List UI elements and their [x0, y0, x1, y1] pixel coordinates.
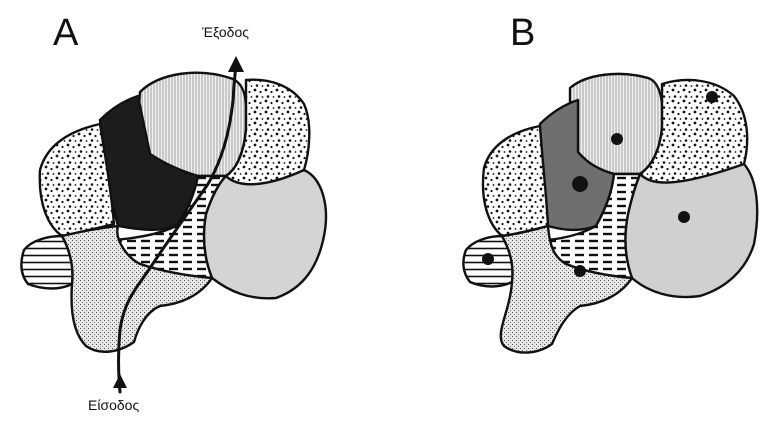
marker-dot [574, 265, 586, 277]
panel-label-a: A [53, 14, 78, 52]
panel-label-b: B [510, 14, 535, 52]
marker-dot [611, 133, 623, 145]
region-a-left-upper [40, 124, 114, 236]
panel-b [463, 74, 757, 353]
marker-dot [572, 176, 588, 192]
region-a-right-lower [204, 170, 326, 298]
exit-label: Έξοδος [202, 25, 249, 39]
region-b-right-lower [625, 164, 757, 297]
panel-a [21, 56, 326, 392]
entry-label: Είσοδος [88, 398, 139, 412]
exit-arrowhead [228, 56, 244, 72]
marker-dot [706, 91, 718, 103]
marker-dot [678, 211, 690, 223]
region-b-left-upper [483, 126, 548, 236]
entry-arrowhead [113, 374, 127, 388]
marker-dot [482, 253, 494, 265]
